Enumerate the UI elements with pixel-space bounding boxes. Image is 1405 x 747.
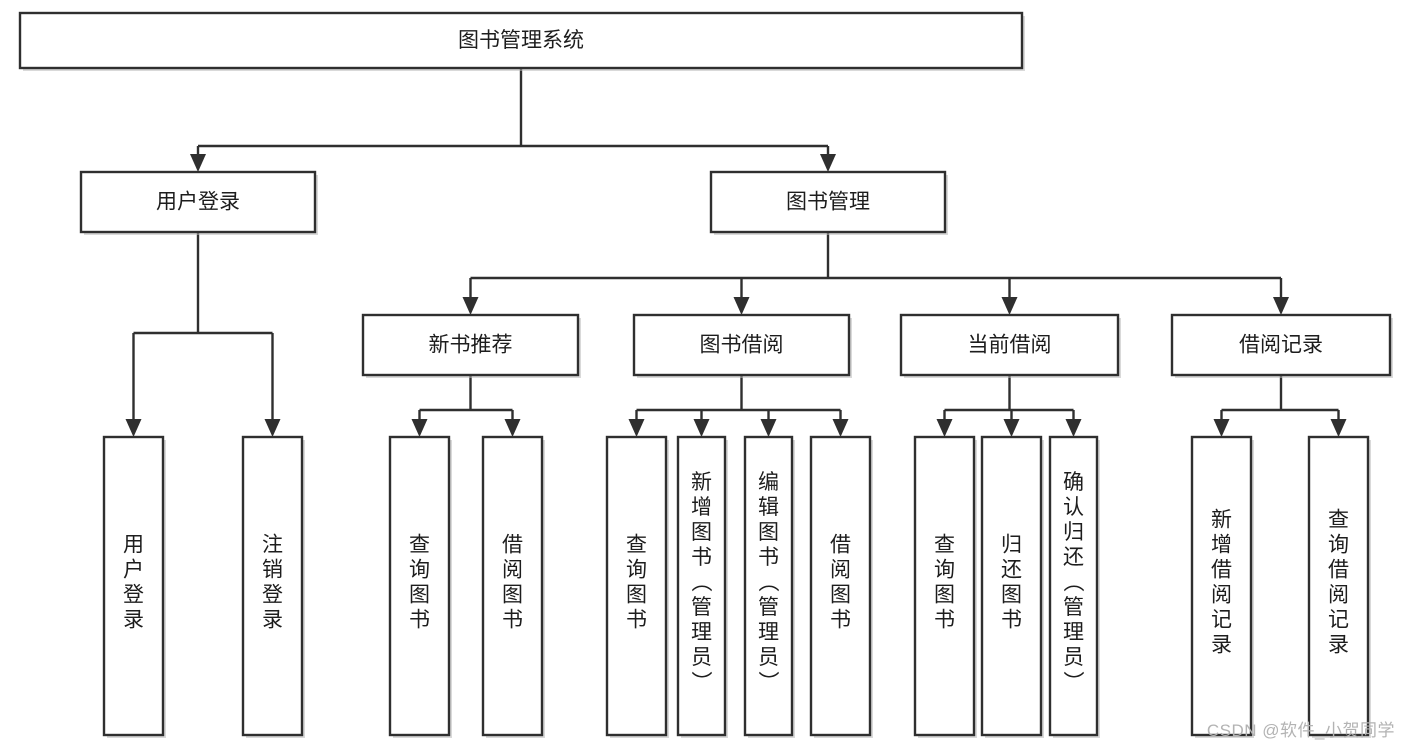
node-new-book-recommend[interactable]: 新书推荐 <box>361 313 581 378</box>
node-box[interactable] <box>388 435 451 737</box>
current-borrow-to-leaves-arrow-icon <box>1065 419 1082 437</box>
node-label: 新增图书（管理员） <box>691 471 713 694</box>
node-box[interactable] <box>632 313 851 377</box>
node-root[interactable]: 图书管理系统 <box>18 11 1025 71</box>
root-to-level2-arrow-icon <box>190 154 206 172</box>
node-box[interactable] <box>241 435 304 737</box>
book-borrow-to-leaves-arrow-icon <box>832 419 849 437</box>
node-label: 确认归还（管理员） <box>1063 471 1085 694</box>
book-borrow-to-leaves-arrow-icon <box>628 419 645 437</box>
node-leaf-add-book-admin[interactable]: 新增图书（管理员） <box>676 435 728 738</box>
node-leaf-query-borrow-record[interactable]: 查询借阅记录 <box>1307 435 1371 738</box>
book-manage-to-level3-arrow-icon <box>1273 297 1289 315</box>
node-box[interactable] <box>18 11 1024 70</box>
node-label: 新增借阅记录 <box>1211 509 1232 657</box>
root-to-level2-arrow-icon <box>820 154 836 172</box>
node-box[interactable] <box>481 435 544 737</box>
book-borrow-to-leaves-arrow-icon <box>760 419 777 437</box>
node-label: 查询图书 <box>626 534 647 632</box>
current-borrow-to-leaves-arrow-icon <box>936 419 953 437</box>
node-label: 用户登录 <box>123 534 144 632</box>
node-leaf-query-book-current[interactable]: 查询图书 <box>913 435 977 738</box>
current-borrow-to-leaves-arrow-icon <box>1003 419 1020 437</box>
node-leaf-add-borrow-record[interactable]: 新增借阅记录 <box>1190 435 1254 738</box>
node-leaf-confirm-return-admin[interactable]: 确认归还（管理员） <box>1048 435 1100 738</box>
node-box[interactable] <box>809 435 872 737</box>
node-box[interactable] <box>743 435 794 737</box>
node-box[interactable] <box>605 435 668 737</box>
node-leaf-query-book-recommend[interactable]: 查询图书 <box>388 435 452 738</box>
new-book-recommend-to-leaves-arrow-icon <box>504 419 521 437</box>
new-book-recommend-to-leaves-arrow-icon <box>411 419 428 437</box>
node-label: 当前借阅 <box>968 334 1052 357</box>
node-label: 图书借阅 <box>700 334 784 357</box>
node-box[interactable] <box>79 170 317 234</box>
user-login-to-leaves-arrow-icon <box>264 419 281 437</box>
node-user-login[interactable]: 用户登录 <box>79 170 318 235</box>
watermark: CSDN @软件_小贺同学 <box>1206 721 1395 740</box>
node-current-borrow[interactable]: 当前借阅 <box>899 313 1121 378</box>
node-label: 编辑图书（管理员） <box>758 471 780 694</box>
node-label: 借阅记录 <box>1239 334 1323 357</box>
node-label: 查询图书 <box>934 534 955 632</box>
borrow-record-to-leaves-arrow-icon <box>1330 419 1347 437</box>
node-label: 借阅图书 <box>830 534 851 632</box>
node-book-manage[interactable]: 图书管理 <box>709 170 948 235</box>
node-leaf-return-book[interactable]: 归还图书 <box>980 435 1044 738</box>
node-leaf-edit-book-admin[interactable]: 编辑图书（管理员） <box>743 435 795 738</box>
user-login-to-leaves-arrow-icon <box>125 419 142 437</box>
node-label: 查询借阅记录 <box>1328 509 1349 657</box>
node-box[interactable] <box>676 435 727 737</box>
node-box[interactable] <box>980 435 1043 737</box>
node-box[interactable] <box>1048 435 1099 737</box>
node-box[interactable] <box>102 435 165 737</box>
node-label: 用户登录 <box>156 191 240 214</box>
node-label: 新书推荐 <box>429 334 513 357</box>
node-label: 图书管理系统 <box>458 29 584 52</box>
node-label: 借阅图书 <box>502 534 523 632</box>
node-label: 查询图书 <box>409 534 430 632</box>
node-box[interactable] <box>899 313 1120 377</box>
connector-layer <box>125 68 1347 437</box>
node-label: 注销登录 <box>262 534 283 632</box>
book-manage-to-level3-arrow-icon <box>1001 297 1018 315</box>
node-borrow-record[interactable]: 借阅记录 <box>1170 313 1393 378</box>
book-manage-to-level3-arrow-icon <box>462 297 479 315</box>
node-box[interactable] <box>913 435 976 737</box>
node-box[interactable] <box>709 170 947 234</box>
node-layer: 图书管理系统用户登录图书管理新书推荐图书借阅当前借阅借阅记录用户登录注销登录查询… <box>18 11 1393 738</box>
book-manage-to-level3-arrow-icon <box>733 297 750 315</box>
node-box[interactable] <box>361 313 580 377</box>
node-book-borrow[interactable]: 图书借阅 <box>632 313 852 378</box>
node-box[interactable] <box>1170 313 1392 377</box>
node-leaf-borrow-book[interactable]: 借阅图书 <box>809 435 873 738</box>
node-leaf-user-login[interactable]: 用户登录 <box>102 435 166 738</box>
node-box[interactable] <box>1190 435 1253 737</box>
node-leaf-logout-login[interactable]: 注销登录 <box>241 435 305 738</box>
node-label: 归还图书 <box>1001 534 1022 632</box>
book-borrow-to-leaves-arrow-icon <box>693 419 710 437</box>
borrow-record-to-leaves-arrow-icon <box>1213 419 1230 437</box>
node-label: 图书管理 <box>786 191 870 214</box>
node-box[interactable] <box>1307 435 1370 737</box>
node-leaf-borrow-book-recommend[interactable]: 借阅图书 <box>481 435 545 738</box>
node-leaf-query-book-borrow[interactable]: 查询图书 <box>605 435 669 738</box>
